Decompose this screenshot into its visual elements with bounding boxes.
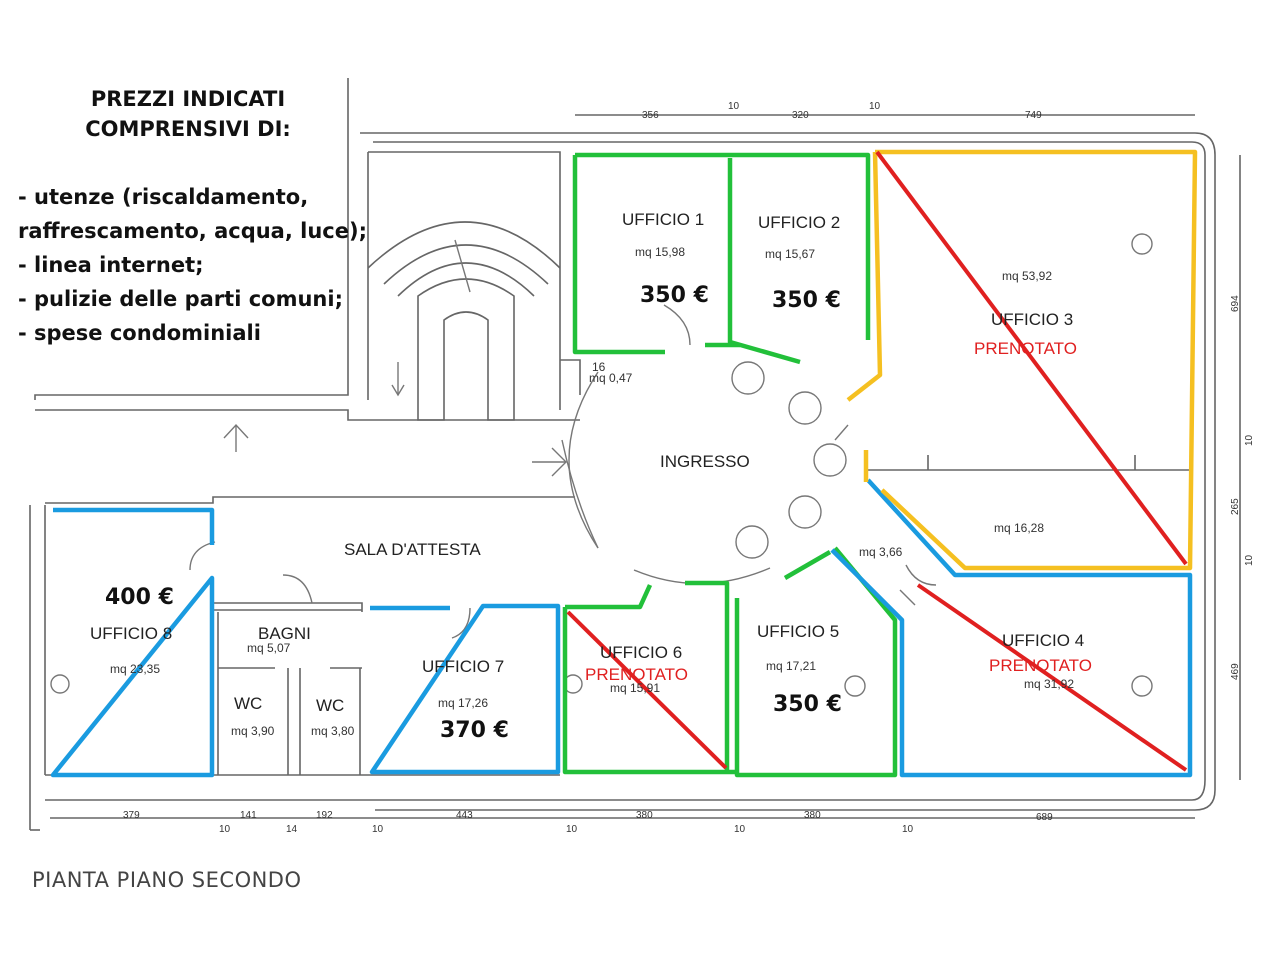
price-notes: PREZZI INDICATI COMPRENSIVI DI: - utenze… xyxy=(18,84,368,350)
room-ufficio-3[interactable]: mq 53,92 UFFICIO 3 PRENOTATO mq 16,28 xyxy=(974,269,1077,535)
dim-right: 10 xyxy=(1244,554,1255,566)
notes-heading-2: COMPRENSIVI DI: xyxy=(85,117,291,141)
room-16-area: mq 0,47 xyxy=(589,371,633,385)
dim-bottom: 379 xyxy=(123,810,140,821)
dim-right: 469 xyxy=(1230,663,1241,680)
room-area: mq 17,21 xyxy=(766,659,816,673)
dim-top: 356 xyxy=(642,110,659,121)
room-ufficio-6[interactable]: UFFICIO 6 PRENOTATO mq 15,91 xyxy=(585,643,688,695)
plan-title: PIANTA PIANO SECONDO xyxy=(32,868,302,892)
room-price: 400 € xyxy=(105,585,174,610)
dim-top: 320 xyxy=(792,110,809,121)
room-price: 350 € xyxy=(640,283,709,308)
room-area: mq 53,92 xyxy=(1002,269,1052,283)
room-ufficio-8[interactable]: 400 € UFFICIO 8 mq 23,35 xyxy=(90,585,174,676)
dim-right: 694 xyxy=(1230,295,1241,312)
room-area: mq 15,98 xyxy=(635,245,685,259)
room-wc-1-area: mq 3,90 xyxy=(231,724,275,738)
notes-list: - utenze (riscaldamento, raffrescamento,… xyxy=(18,180,368,350)
dim-bottom: 10 xyxy=(902,824,914,835)
room-ufficio-4[interactable]: UFFICIO 4 PRENOTATO mq 31,92 xyxy=(989,631,1092,691)
room-name: UFFICIO 1 xyxy=(622,210,704,229)
room-status: PRENOTATO xyxy=(974,339,1077,358)
dim-bottom: 10 xyxy=(734,824,746,835)
walls xyxy=(29,78,1241,831)
room-bagni: BAGNI xyxy=(258,624,311,643)
room-wc-2: WC xyxy=(316,696,344,715)
room-name: UFFICIO 5 xyxy=(757,622,839,641)
room-name: UFFICIO 2 xyxy=(758,213,840,232)
room-bagni-area: mq 5,07 xyxy=(247,641,291,655)
dim-bottom: 10 xyxy=(372,824,384,835)
room-16: 16 xyxy=(592,360,606,374)
dim-bottom: 192 xyxy=(316,810,333,821)
room-area: mq 23,35 xyxy=(110,662,160,676)
dim-right: 10 xyxy=(1244,434,1255,446)
notes-item: - pulizie delle parti comuni; xyxy=(18,287,343,311)
dim-top: 10 xyxy=(869,101,881,112)
dim-top: 749 xyxy=(1025,110,1042,121)
room-status: PRENOTATO xyxy=(989,656,1092,675)
room-ufficio-1[interactable]: UFFICIO 1 mq 15,98 350 € xyxy=(622,210,709,308)
room-area: mq 31,92 xyxy=(1024,677,1074,691)
dim-bottom: 14 xyxy=(286,824,298,835)
dim-bottom: 10 xyxy=(219,824,231,835)
room-ingresso: INGRESSO xyxy=(660,452,750,471)
room-name: UFFICIO 6 xyxy=(600,643,682,662)
booked-diagonals xyxy=(566,150,1188,772)
room-name: UFFICIO 7 xyxy=(422,657,504,676)
yellow-outlines xyxy=(846,149,1198,571)
room-sala-attesa: SALA D'ATTESTA xyxy=(344,540,481,559)
dim-bottom: 380 xyxy=(636,810,653,821)
room-wc-1: WC xyxy=(234,694,262,713)
blue-outlines xyxy=(50,478,1193,778)
notes-item: - spese condominiali xyxy=(18,321,261,345)
room-area: mq 15,91 xyxy=(610,681,660,695)
room-price: 350 € xyxy=(772,288,841,313)
room-outlines xyxy=(50,149,1198,778)
room-price: 350 € xyxy=(773,692,842,717)
room-wc-2-area: mq 3,80 xyxy=(311,724,355,738)
dimension-labels: 356 10 320 10 749 379 10 141 14 192 10 4… xyxy=(123,101,1255,835)
room-ufficio-7[interactable]: UFFICIO 7 mq 17,26 370 € xyxy=(422,657,509,743)
room-disimpegno-area: mq 3,66 xyxy=(859,545,903,559)
dim-top: 10 xyxy=(728,101,740,112)
notes-item: - utenze (riscaldamento, raffrescamento,… xyxy=(18,185,367,243)
room-ufficio-5[interactable]: UFFICIO 5 mq 17,21 350 € xyxy=(757,622,842,717)
room-price: 370 € xyxy=(440,718,509,743)
room-name: UFFICIO 3 xyxy=(991,310,1073,329)
notes-item: - linea internet; xyxy=(18,253,204,277)
dim-bottom: 443 xyxy=(456,810,473,821)
dim-bottom: 141 xyxy=(240,810,257,821)
room-labels: UFFICIO 1 mq 15,98 350 € UFFICIO 2 mq 15… xyxy=(90,210,1092,743)
room-ufficio-2[interactable]: UFFICIO 2 mq 15,67 350 € xyxy=(758,213,841,313)
dim-bottom: 689 xyxy=(1036,812,1053,823)
dim-right: 265 xyxy=(1230,498,1241,515)
room-name: UFFICIO 4 xyxy=(1002,631,1084,650)
room-status: PRENOTATO xyxy=(585,665,688,684)
dim-bottom: 380 xyxy=(804,810,821,821)
room-area-secondary: mq 16,28 xyxy=(994,521,1044,535)
notes-heading-1: PREZZI INDICATI xyxy=(90,87,286,111)
room-area: mq 15,67 xyxy=(765,247,815,261)
room-area: mq 17,26 xyxy=(438,696,488,710)
dim-bottom: 10 xyxy=(566,824,578,835)
room-name: UFFICIO 8 xyxy=(90,624,172,643)
